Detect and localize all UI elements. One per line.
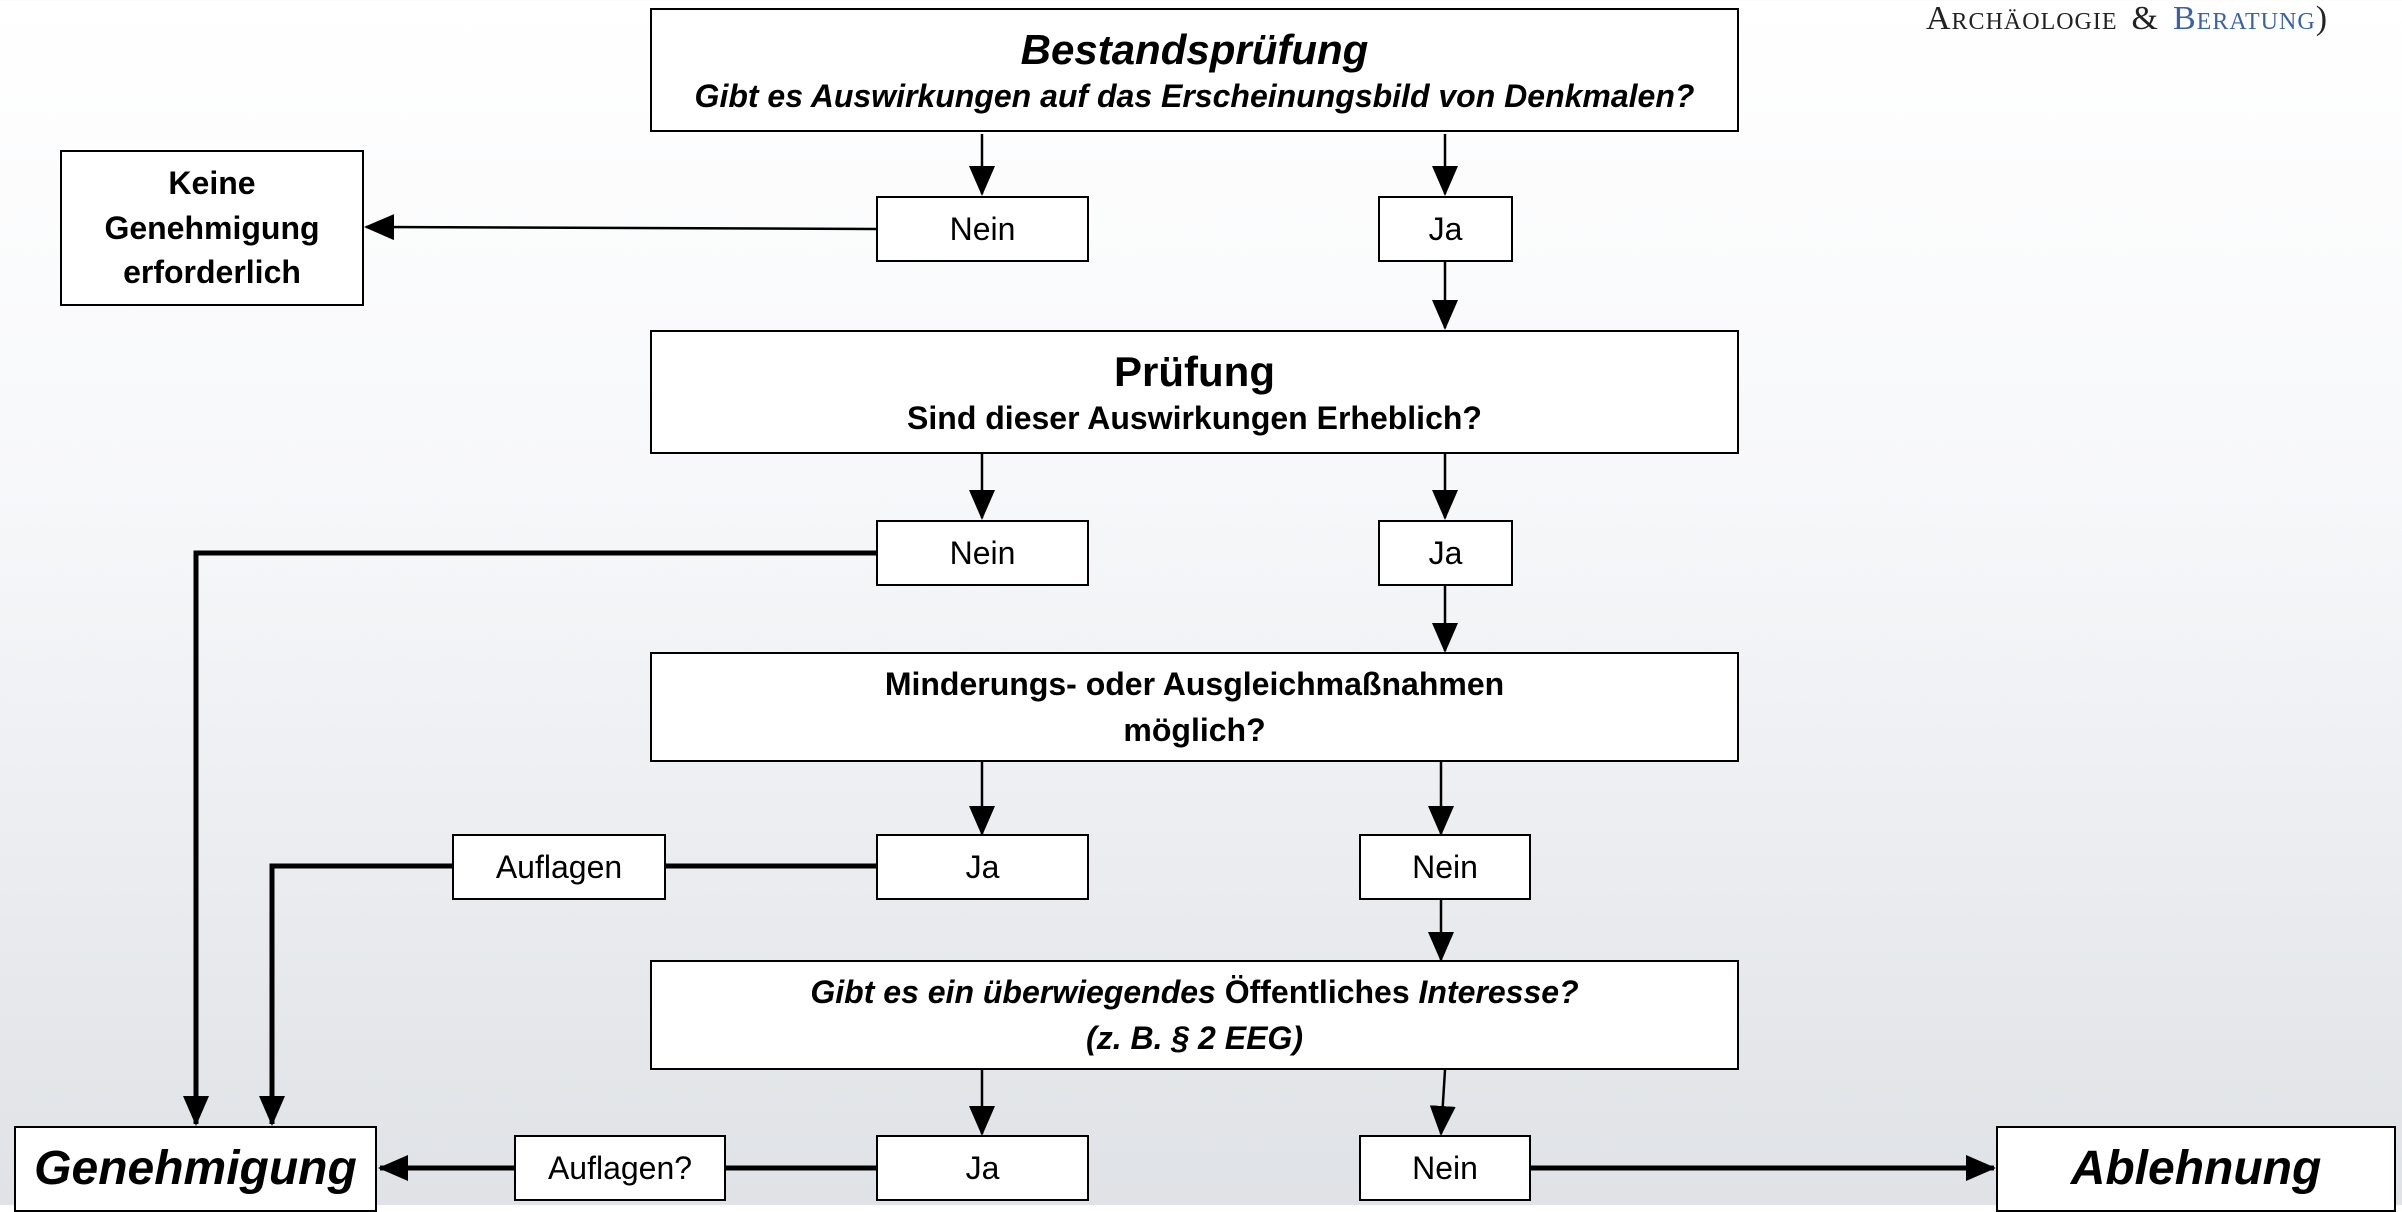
step4-line2: (z. B. § 2 EEG) [1086, 1020, 1303, 1056]
step3-yes-label: Ja [965, 849, 1000, 885]
step3-line2: möglich? [1123, 712, 1266, 748]
approval-box: Genehmigung [14, 1126, 377, 1212]
step2-no-box: Nein [876, 520, 1089, 586]
auflagen-label: Auflagen [495, 849, 623, 885]
logo-text-left: Archäologie [1926, 0, 2118, 37]
step4-part3: Interesse? [1418, 973, 1579, 1010]
step4-no-box: Nein [1359, 1135, 1531, 1201]
rejection-label: Ablehnung [2070, 1142, 2322, 1195]
arrow-step2-nein-to-approval [183, 550, 876, 1126]
step1-yes-label: Ja [1428, 211, 1463, 247]
step4-yes-box: Ja [876, 1135, 1089, 1201]
step1-box: Bestandsprüfung Gibt es Auswirkungen auf… [650, 8, 1739, 132]
no-permit-line1: Keine [168, 164, 256, 201]
arrow-step4-nein [1429, 1069, 1456, 1136]
auflagen-box: Auflagen [452, 834, 666, 900]
step4-no-label: Nein [1412, 1150, 1478, 1186]
arrow-auflagen-to-approval [259, 863, 452, 1126]
step4-yes-label: Ja [965, 1150, 1000, 1186]
step3-box: Minderungs- oder Ausgleichmaßnahmen mögl… [650, 652, 1739, 762]
step4-line1: Gibt es ein überwiegendes Öffentliches I… [810, 969, 1578, 1015]
no-permit-line2: Genehmigung [104, 209, 320, 246]
step2-title: Prüfung [1114, 347, 1275, 395]
step1-no-box: Nein [876, 196, 1089, 262]
step4-part1: Gibt es ein überwiegendes [810, 973, 1216, 1010]
no-permit-box: Keine Genehmigung erforderlich [60, 150, 364, 306]
company-logo: Archäologie&Beratung) [1926, 0, 2328, 38]
approval-label: Genehmigung [34, 1142, 357, 1195]
step2-box: Prüfung Sind dieser Auswirkungen Erhebli… [650, 330, 1739, 454]
step2-no-label: Nein [949, 535, 1016, 571]
no-permit-line3: erforderlich [123, 254, 301, 291]
step2-question: Sind dieser Auswirkungen Erheblich? [907, 400, 1482, 437]
step4-box: Gibt es ein überwiegendes Öffentliches I… [650, 960, 1739, 1070]
step2-yes-label: Ja [1428, 535, 1463, 571]
step1-no-label: Nein [949, 211, 1016, 247]
step4-part2: Öffentliches [1224, 973, 1410, 1010]
auflagen-q-label: Auflagen? [547, 1150, 693, 1186]
auflagen-q-box: Auflagen? [514, 1135, 726, 1201]
logo-ampersand: & [2131, 0, 2159, 37]
step3-no-label: Nein [1412, 849, 1478, 885]
logo-text-right: Beratung [2173, 0, 2316, 37]
step1-title: Bestandsprüfung [1020, 25, 1369, 73]
step1-yes-box: Ja [1378, 196, 1513, 262]
step1-question: Gibt es Auswirkungen auf das Erscheinung… [694, 78, 1695, 115]
logo-swoosh-icon: ) [2315, 0, 2329, 37]
rejection-box: Ablehnung [1996, 1126, 2396, 1212]
arrow-nein-to-no-permit [364, 214, 877, 241]
step3-yes-box: Ja [876, 834, 1089, 900]
step2-yes-box: Ja [1378, 520, 1513, 586]
step3-no-box: Nein [1359, 834, 1531, 900]
step3-line1: Minderungs- oder Ausgleichmaßnahmen [884, 665, 1505, 702]
